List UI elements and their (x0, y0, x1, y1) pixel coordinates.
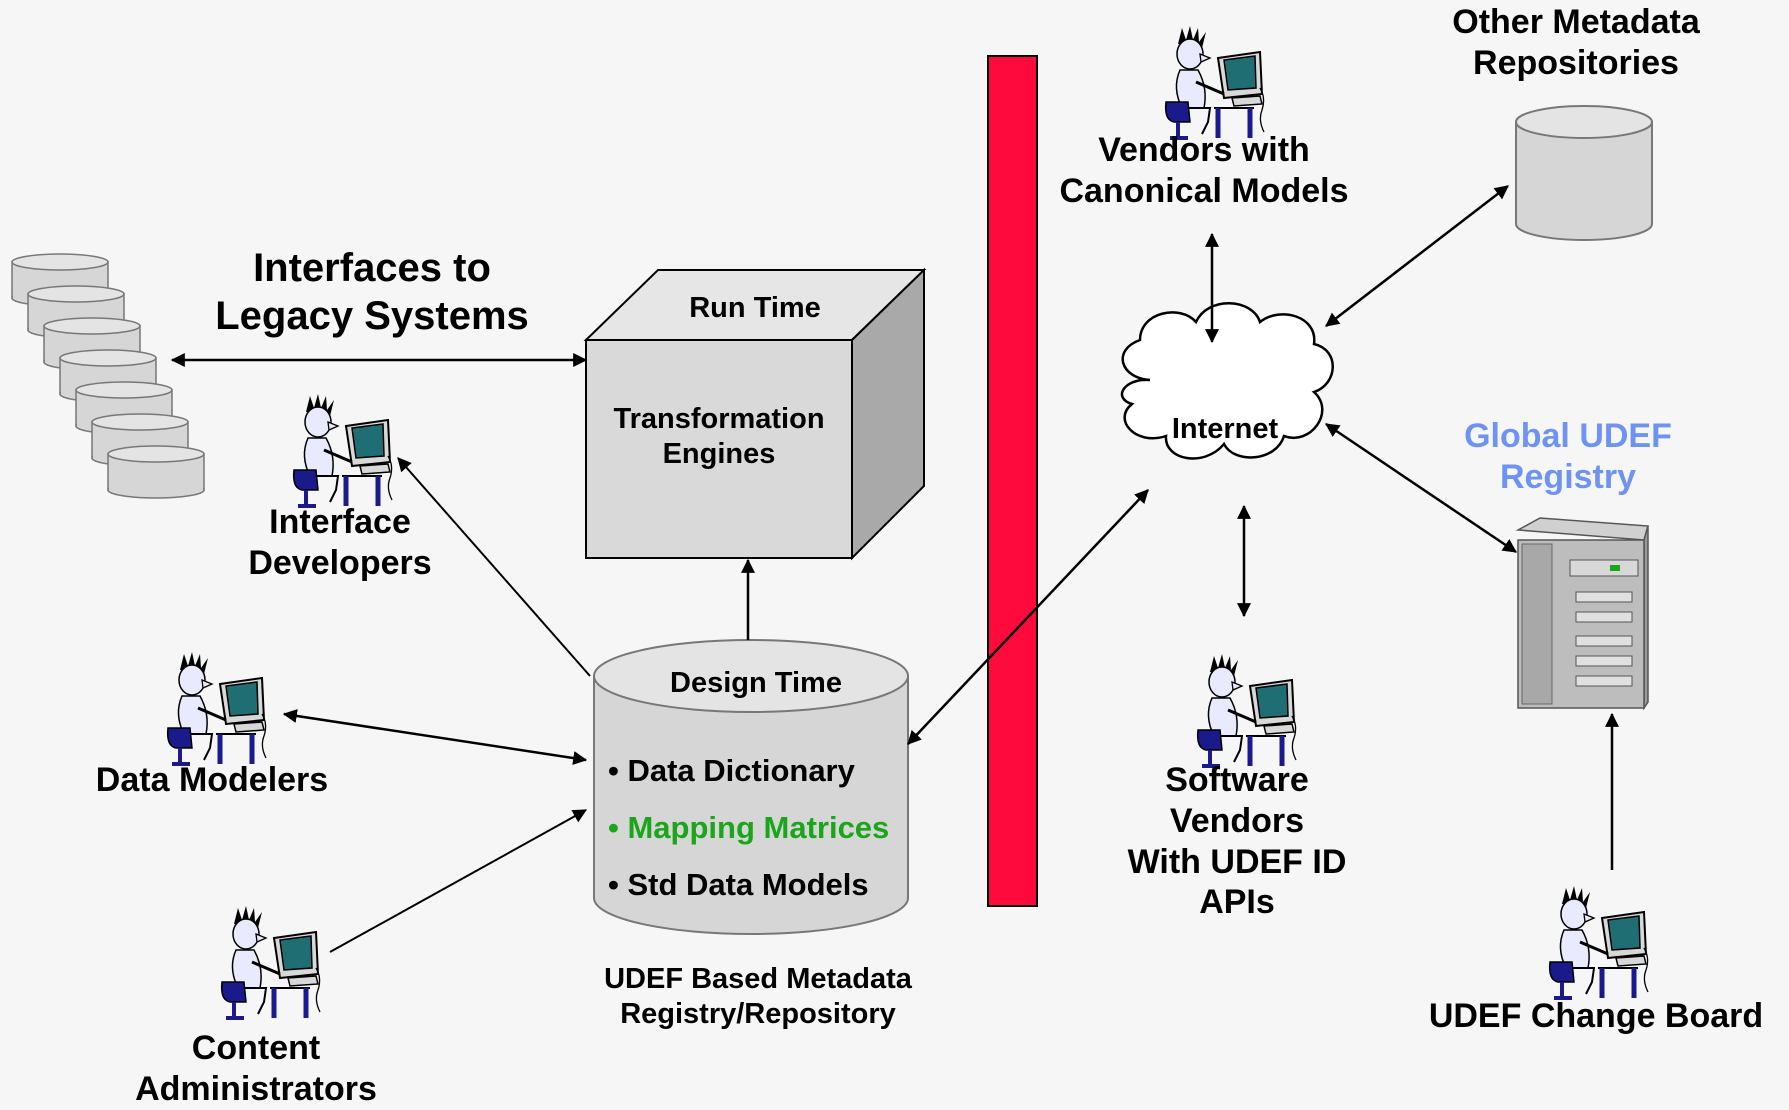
std-data-models-item: • Std Data Models (608, 867, 869, 902)
database-cylinder-icon (107, 445, 205, 499)
software-vendors-person-icon (1198, 654, 1296, 766)
vendors-canonical-line-1: Vendors with (1098, 131, 1310, 169)
interface-developers-label: Interface Developers (222, 502, 458, 584)
interface-developers-person-icon (294, 394, 392, 506)
udef-registry-repository-label: UDEF Based Metadata Registry/Repository (560, 962, 956, 1032)
other-repositories-cylinder (1515, 105, 1653, 241)
design-to-interface-developers-arrow (397, 457, 591, 677)
content-administrators-person-icon (222, 906, 320, 1018)
data-modelers-label: Data Modelers (95, 761, 329, 799)
global-registry-line-2: Registry (1499, 457, 1637, 496)
global-udef-registry-label: Global UDEF Registry (1436, 416, 1700, 498)
vendors-canonical-line-2: Canonical Models (1059, 171, 1349, 210)
transformation-engines-label: Transformation Engines (586, 402, 852, 472)
data-modelers-to-design-arrow (282, 709, 588, 765)
software-vendors-line-1: Software (1165, 761, 1309, 799)
internet-to-global-registry-arrow (1325, 422, 1517, 554)
run-time-label: Run Time (689, 292, 821, 324)
software-vendors-label: Software Vendors With UDEF ID APIs (1090, 760, 1384, 923)
transformation-line-1: Transformation (613, 403, 825, 435)
internet-to-other-repositories-arrow (1325, 185, 1509, 327)
legacy-systems-database-stack (11, 253, 205, 499)
cloud-icon (1120, 302, 1334, 460)
content-admins-to-design-arrow (329, 809, 588, 953)
change-board-person-icon (1550, 886, 1648, 998)
interfaces-legacy-line-1: Interfaces to (253, 246, 491, 290)
design-time-cylinder (593, 639, 909, 935)
udef-registry-line-1: UDEF Based Metadata (604, 963, 912, 995)
firewall-bar (987, 55, 1038, 907)
content-administrators-line-2: Administrators (135, 1069, 377, 1108)
other-repositories-line-1: Other Metadata (1452, 3, 1700, 41)
mapping-matrices-item: • Mapping Matrices (608, 810, 890, 845)
content-administrators-line-1: Content (191, 1029, 321, 1067)
software-vendors-line-2: Vendors (1169, 801, 1305, 840)
content-administrators-label: Content Administrators (110, 1028, 402, 1110)
other-repositories-label: Other Metadata Repositories (1418, 2, 1734, 84)
change-board-label: UDEF Change Board (1428, 997, 1764, 1035)
udef-registry-line-2: Registry/Repository (620, 997, 896, 1030)
data-modelers-person-icon (168, 652, 266, 764)
vendors-canonical-person-icon (1166, 26, 1264, 138)
interface-developers-line-2: Developers (248, 543, 432, 582)
other-repositories-line-2: Repositories (1473, 43, 1679, 82)
internet-label: Internet (1171, 413, 1279, 445)
interfaces-legacy-line-2: Legacy Systems (215, 294, 529, 338)
vendors-canonical-label: Vendors with Canonical Models (1036, 130, 1372, 212)
software-vendors-line-3: With UDEF ID (1127, 842, 1347, 881)
interfaces-legacy-label: Interfaces to Legacy Systems (200, 244, 544, 340)
data-dictionary-item: • Data Dictionary (608, 753, 855, 788)
run-time-cube (583, 267, 927, 561)
design-time-label: Design Time (670, 667, 842, 699)
global-registry-line-1: Global UDEF (1464, 417, 1672, 455)
server-tower-icon (1515, 517, 1649, 711)
interface-developers-line-1: Interface (269, 503, 411, 541)
software-vendors-line-4: APIs (1199, 883, 1275, 922)
design-time-items: • Data Dictionary • Mapping Matrices • S… (608, 742, 889, 913)
transformation-line-2: Engines (662, 437, 776, 470)
design-to-internet-arrow (907, 489, 1149, 745)
